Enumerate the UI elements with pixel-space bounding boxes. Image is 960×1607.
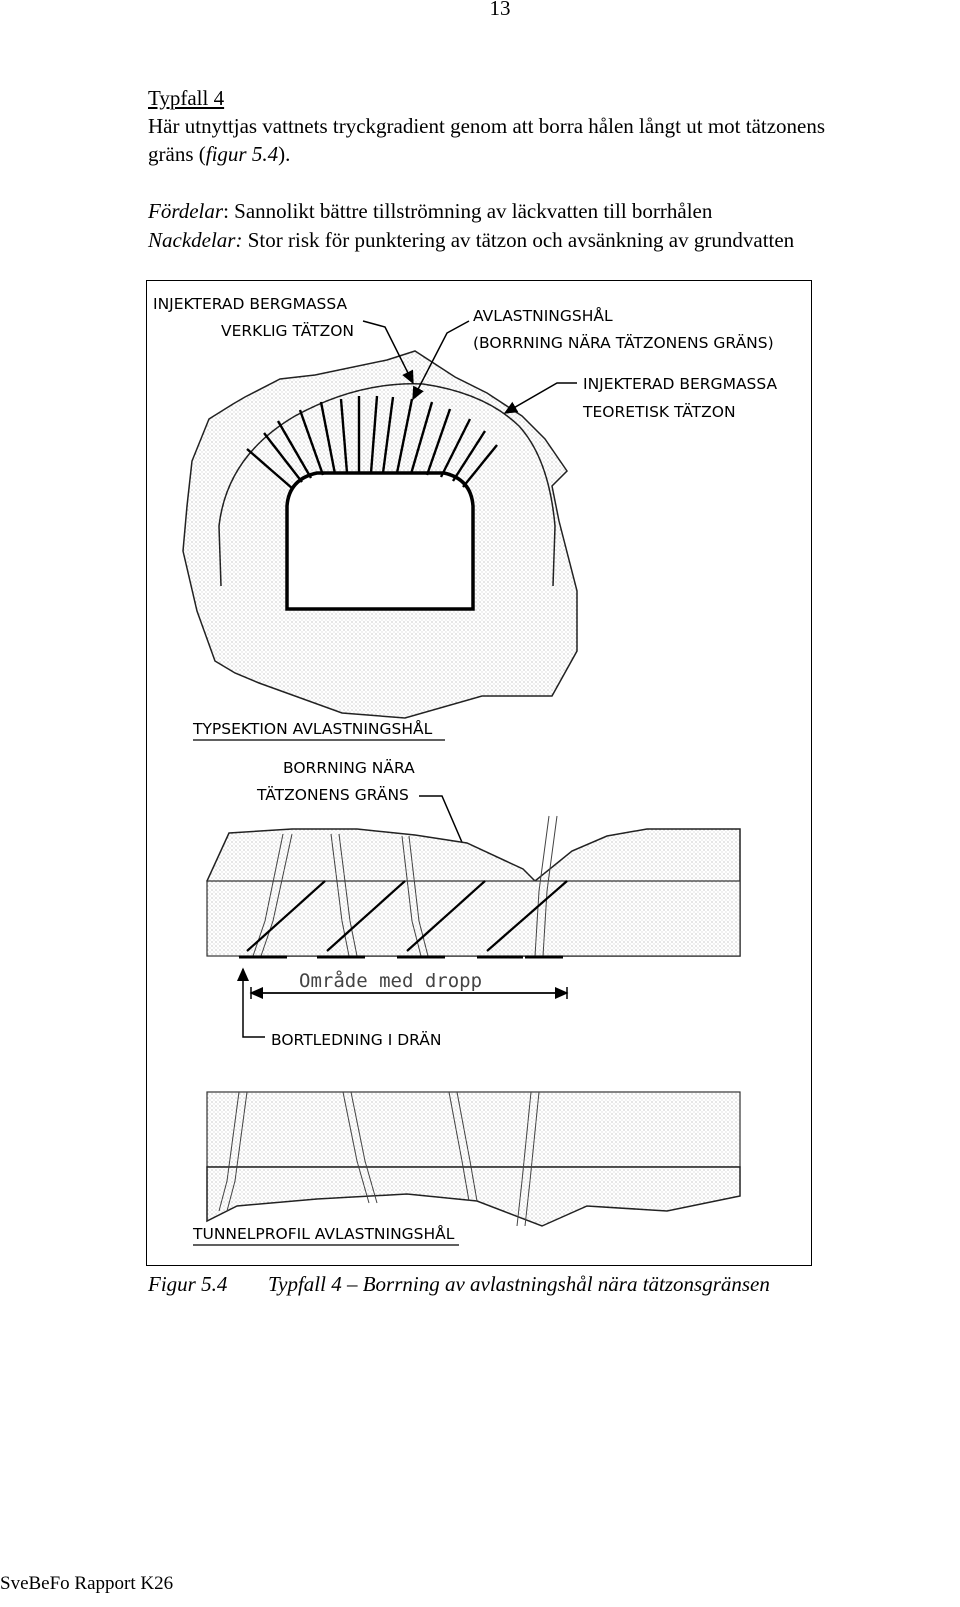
label-theory-zone-line2: TEORETISK TÄTZON xyxy=(582,402,736,421)
label-drain: BORTLEDNING I DRÄN xyxy=(271,1030,442,1049)
section-paragraph: Här utnyttjas vattnets tryckgradient gen… xyxy=(148,112,825,168)
paragraph-prefix: gräns ( xyxy=(148,142,206,166)
paragraph-line-1: Här utnyttjas vattnets tryckgradient gen… xyxy=(148,114,826,138)
tunnel-profile: TUNNELPROFIL AVLASTNINGSHÅL xyxy=(192,1091,741,1246)
theoretical-seal-zone xyxy=(218,383,556,587)
label-real-zone-line2: VERKLIG TÄTZON xyxy=(221,321,354,340)
figure-caption-label: Figur 5.4 xyxy=(148,1272,228,1296)
tunnel-opening xyxy=(285,471,475,611)
page-number: 13 xyxy=(489,0,511,20)
figure-reference: figur 5.4 xyxy=(205,142,279,166)
leader-theory-zone xyxy=(503,382,577,414)
section-heading: Typfall 4 xyxy=(148,86,225,110)
figure-caption-text: Typfall 4 – Borrning av avlastningshål n… xyxy=(268,1272,770,1296)
label-profile-title: TUNNELPROFIL AVLASTNINGSHÅL xyxy=(192,1224,455,1243)
technical-drawing: INJEKTERAD BERGMASSA VERKLIG TÄTZON AVLA… xyxy=(153,295,778,1246)
rock-fractures xyxy=(252,815,558,957)
tunnel-cross-section: INJEKTERAD BERGMASSA VERKLIG TÄTZON AVLA… xyxy=(153,295,778,719)
figure-caption: Figur 5.4 Typfall 4 – Borrning av avlastn… xyxy=(148,1272,770,1297)
label-relief-holes-line1: AVLASTNINGSHÅL xyxy=(473,306,613,325)
cons-label: Nackdelar: xyxy=(148,228,243,252)
label-drip-area: Område med dropp xyxy=(299,969,482,992)
profile-rock-layer xyxy=(206,1091,741,1168)
page-footer: SveBeFo Rapport K26 xyxy=(0,1573,174,1594)
label-theory-zone-line1: INJEKTERAD BERGMASSA xyxy=(583,375,778,393)
label-real-zone-line1: INJEKTERAD BERGMASSA xyxy=(153,295,348,313)
profile-fractures xyxy=(218,1091,540,1227)
leader-relief-holes xyxy=(412,320,470,401)
rock-layer xyxy=(206,880,741,957)
pros-text: : Sannolikt bättre tillströmning av läck… xyxy=(223,199,713,223)
paragraph-suffix: ). xyxy=(278,142,291,166)
profile-seal-zone xyxy=(206,1166,741,1227)
label-relief-holes-line2: (BORRNING NÄRA TÄTZONENS GRÄNS) xyxy=(473,333,774,352)
typical-section: TYPSEKTION AVLASTNINGSHÅL BORRNING NÄRA … xyxy=(192,719,741,1049)
cons-text: Stor risk för punktering av tätzon och a… xyxy=(242,228,795,252)
leader-real-zone xyxy=(362,320,414,385)
paragraph-line-2: gräns (figur 5.4). xyxy=(148,140,825,168)
cons-line: Nackdelar: Stor risk för punktering av t… xyxy=(148,226,794,254)
figure-frame: INJEKTERAD BERGMASSA VERKLIG TÄTZON AVLA… xyxy=(146,280,812,1266)
label-drilling-line2: TÄTZONENS GRÄNS xyxy=(256,785,409,804)
leader-drain xyxy=(237,967,265,1038)
relief-drill-holes xyxy=(246,395,498,490)
pros-line: Fördelar: Sannolikt bättre tillströmning… xyxy=(148,197,712,225)
pros-label: Fördelar xyxy=(148,199,224,223)
label-drilling-line1: BORRNING NÄRA xyxy=(283,758,415,777)
label-section-title: TYPSEKTION AVLASTNINGSHÅL xyxy=(192,719,433,738)
slanted-drill-holes xyxy=(246,880,568,952)
